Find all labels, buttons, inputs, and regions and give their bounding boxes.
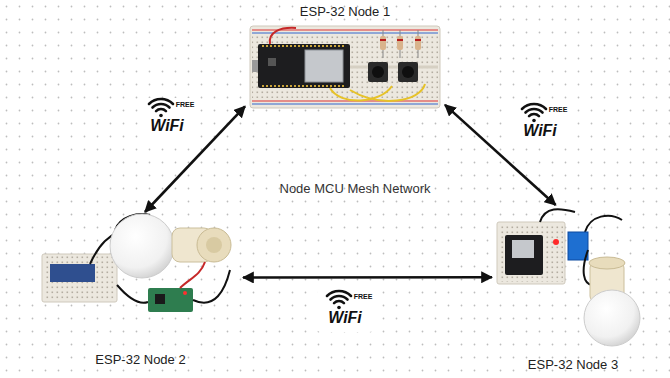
node-title: ESP-32 Node 2: [91, 352, 189, 368]
wifi-free-text: FREE: [176, 101, 195, 109]
wifi-text: WiFi: [523, 122, 557, 140]
node1-photo: [250, 26, 440, 108]
wifi-free-text: FREE: [354, 293, 373, 301]
resistor-symbol: [380, 30, 421, 58]
network-title: Node MCU Mesh Network: [280, 182, 431, 197]
resistor-symbol: [397, 39, 403, 41]
node1-photo: [270, 28, 296, 44]
node2-photo: [44, 256, 115, 300]
wifi-icon: [522, 104, 546, 122]
node3-photo: [585, 216, 622, 232]
wifi-icon: [149, 99, 173, 117]
wifi-icon: [529, 114, 539, 116]
node-title: ESP-32 Node 1: [296, 4, 394, 20]
node1-photo: [252, 33, 438, 34]
wifi-free-text: FREE: [549, 106, 568, 114]
node1-photo: [268, 58, 276, 66]
node1-photo: [262, 85, 346, 87]
push-button: [402, 66, 414, 78]
push-button: [368, 62, 418, 82]
node1-photo: [305, 50, 343, 82]
esp32-node: ESP-32 Node 2: [38, 212, 243, 368]
node2-photo: [117, 285, 148, 303]
node1-photo: [252, 104, 438, 105]
push-button: [368, 62, 388, 82]
wifi-icon: [331, 296, 348, 300]
node1-photo: [250, 26, 440, 108]
node1-photo: [350, 84, 425, 101]
push-button: [372, 66, 384, 78]
resistor-symbol: [415, 36, 421, 50]
node1-photo: [252, 101, 438, 102]
node3-photo: [512, 240, 534, 258]
node3-photo: [553, 239, 559, 245]
node3-photo: [499, 224, 563, 282]
node2-photo: [180, 262, 205, 288]
wifi-icon: [337, 306, 341, 310]
light-bulb: [110, 214, 174, 278]
resistor-symbol: [380, 36, 386, 50]
relay-module: [568, 232, 588, 260]
wifi-icon: [159, 114, 163, 118]
wifi-icon: [512, 103, 568, 145]
node3-photo: [589, 257, 625, 269]
node-title: ESP-32 Node 3: [524, 357, 622, 373]
wifi-icon: [139, 98, 195, 140]
node3-photo: [497, 209, 640, 346]
wifi-text: WiFi: [150, 117, 184, 135]
wifi-text: WiFi: [328, 309, 362, 327]
node1-photo: [252, 36, 438, 98]
node1-photo: [262, 45, 346, 47]
wifi-icon: [532, 119, 536, 123]
node2-photo: [42, 254, 117, 302]
wifi-link-arrow: [145, 106, 245, 212]
node2-photo: [155, 294, 165, 304]
wifi-icon: [327, 291, 351, 296]
resistor-symbol: [397, 36, 403, 50]
node1-photo: [258, 44, 350, 88]
wifi-icon: [317, 290, 373, 332]
wifi-icon: [522, 104, 546, 109]
node2-photo: [183, 291, 187, 295]
node3-photo: [505, 235, 543, 275]
node3-photo: [540, 209, 575, 222]
node3-photo: [497, 222, 565, 284]
node2-photo: [206, 237, 222, 253]
wifi-link-arrow: [243, 276, 492, 279]
wifi-icon: [327, 291, 351, 309]
push-button: [398, 62, 418, 82]
esp32-node: ESP-32 Node 3: [492, 205, 654, 373]
resistor-symbol: [380, 39, 386, 41]
wifi-icon: [153, 104, 170, 108]
node2-photo: [197, 228, 231, 262]
node2-photo: [42, 214, 231, 312]
node2-photo: [193, 270, 230, 303]
wifi-icon: [526, 109, 543, 113]
node1-photo: [330, 86, 392, 101]
node2-photo: [50, 264, 95, 282]
driver-module: [148, 288, 193, 312]
wifi-icon: [139, 98, 195, 140]
wifi-icon: [149, 99, 173, 104]
wifi-icon: [156, 109, 166, 111]
esp32-node: ESP-32 Node 1: [245, 4, 445, 112]
light-bulb: [584, 290, 640, 346]
wifi-icon: [334, 301, 344, 303]
resistor-symbol: [415, 39, 421, 41]
wifi-icon: [317, 290, 373, 332]
wifi-icon: [512, 103, 568, 145]
wifi-link-arrow: [445, 105, 556, 205]
